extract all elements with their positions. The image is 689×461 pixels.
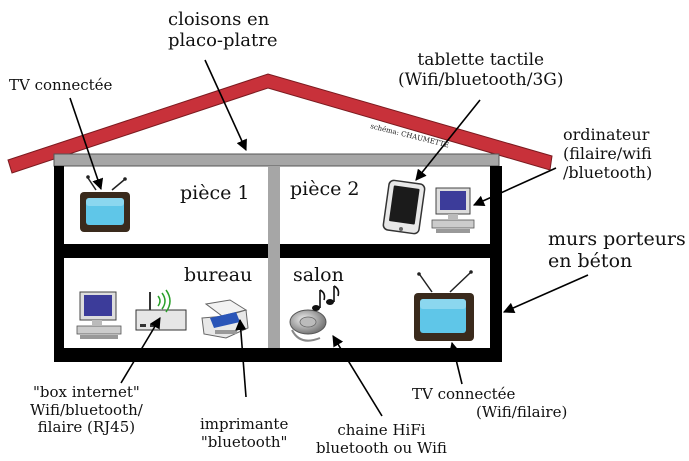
arrow-box (120, 317, 161, 384)
floor-bottom (54, 348, 502, 362)
room-label-piece1: pièce 1 (180, 182, 250, 204)
room-label-bureau: bureau (184, 264, 253, 286)
wall-left (54, 166, 64, 362)
arrow-ordinateur (472, 167, 557, 206)
tv-icon (414, 270, 474, 341)
arrow-tv-bottom (448, 341, 463, 385)
room-label-piece2: pièce 2 (290, 178, 360, 200)
arrow-tablette (415, 99, 481, 181)
annotation-box: "box internet" Wifi/bluetooth/ filaire (… (30, 383, 143, 437)
annotation-cloisons: cloisons en placo-platre (168, 9, 278, 52)
arrow-murs (502, 274, 589, 314)
router-icon (135, 289, 187, 331)
annotation-tablette: tablette tactile (Wifi/bluetooth/3G) (398, 50, 564, 91)
annotation-tv-top: TV connectée (9, 76, 113, 94)
arrow-cloisons (204, 59, 247, 152)
speaker-icon (289, 309, 327, 342)
annotation-tv-bottom: TV connectée (Wifi/filaire) (412, 385, 568, 421)
room-label-salon: salon (293, 264, 344, 286)
arrow-chaine (332, 335, 383, 417)
printer-icon (201, 299, 249, 339)
wall-right (490, 166, 502, 362)
tablet-icon (382, 179, 426, 235)
annotation-murs: murs porteurs en béton (548, 228, 686, 273)
partition-wall (268, 166, 280, 348)
computer-icon (431, 187, 475, 233)
arrow-imprimante (235, 318, 247, 398)
annotation-ordinateur: ordinateur (filaire/wifi /bluetooth) (563, 125, 653, 182)
annotation-imprimante: imprimante "bluetooth" (200, 415, 289, 451)
desktop-computer-icon (76, 291, 122, 339)
tv-icon (80, 175, 130, 232)
arrow-tv-top (69, 97, 104, 191)
music-notes-icon (312, 285, 340, 311)
annotation-chaine: chaine HiFi bluetooth ou Wifi (316, 421, 447, 457)
